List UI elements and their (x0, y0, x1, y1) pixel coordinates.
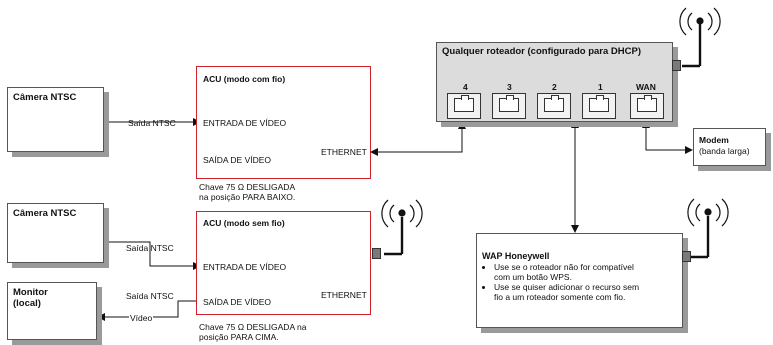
acu-wireless-note-2: posição PARA CIMA. (199, 332, 279, 342)
acu-wireless: ACU (modo sem fio) ENTRADA DE VÍDEO SAÍD… (196, 211, 371, 315)
router-port-wan (630, 93, 664, 119)
router-antenna-base (672, 60, 681, 71)
acu-wired-video-in: ENTRADA DE VÍDEO (203, 118, 287, 128)
wap-antenna-base (682, 251, 691, 262)
acu-wired-video-out: SAÍDA DE VÍDEO (203, 155, 272, 165)
wap-bullet-1: Use se o roteador não for compatível com… (494, 262, 647, 282)
acu-wireless-title: ACU (modo sem fio) (203, 218, 285, 228)
ntsc-out-label-1: Saída NTSC (128, 118, 176, 128)
router-port-3 (492, 93, 526, 119)
router-port-4 (447, 93, 481, 119)
wap-antenna (687, 198, 729, 259)
acu-wireless-video-out: SAÍDA DE VÍDEO (203, 297, 272, 307)
router-port-2 (537, 93, 571, 119)
modem-title: Modem (699, 135, 729, 145)
acu-wireless-ethernet: ETHERNET (321, 290, 367, 300)
ntsc-out-label-2: Saída NTSC (126, 243, 174, 253)
monitor-local: Monitor (local) (7, 282, 97, 340)
modem: Modem (banda larga) (693, 128, 766, 166)
router-antenna (679, 7, 721, 68)
camera-ntsc-1: Câmera NTSC (7, 87, 104, 152)
camera-ntsc-2: Câmera NTSC (7, 203, 104, 263)
ntsc-out-label-3: Saída NTSC (126, 291, 174, 301)
wire-router-modem (645, 122, 693, 154)
wire-acu-router (372, 121, 466, 153)
acu-antenna (381, 199, 423, 256)
router-port-label-2: 2 (552, 82, 557, 92)
wap-honeywell: WAP Honeywell Use se o roteador não for … (476, 233, 683, 328)
wap-bullet-list: Use se o roteador não for compatível com… (482, 262, 647, 302)
video-label: Vídeo (129, 313, 154, 323)
router-title: Qualquer roteador (configurado para DHCP… (442, 46, 641, 57)
wap-bullet-2: Use se quiser adicionar o recurso sem fi… (494, 282, 647, 302)
acu-wired-ethernet: ETHERNET (321, 147, 367, 157)
acu-wired-note-2: na posição PARA BAIXO. (199, 192, 296, 202)
router-port-label-3: 3 (507, 82, 512, 92)
acu-wired-note-1: Chave 75 Ω DESLIGADA (199, 182, 296, 192)
router-port-label-4: 4 (463, 82, 468, 92)
wire-camera2-acu (105, 241, 201, 270)
acu-wireless-note-1: Chave 75 Ω DESLIGADA na (199, 322, 307, 332)
wap-title: WAP Honeywell (482, 251, 550, 261)
camera-2-label: Câmera NTSC (13, 208, 77, 219)
router: Qualquer roteador (configurado para DHCP… (436, 42, 673, 122)
router-port-label-wan: WAN (636, 82, 656, 92)
router-port-1 (582, 93, 616, 119)
modem-subtitle: (banda larga) (699, 146, 750, 156)
acu-wired-title: ACU (modo com fio) (203, 74, 286, 84)
router-port-label-1: 1 (598, 82, 603, 92)
monitor-label-2: (local) (13, 298, 41, 309)
acu-antenna-base (372, 248, 381, 259)
monitor-label-1: Monitor (13, 287, 48, 298)
acu-wired: ACU (modo com fio) ENTRADA DE VÍDEO SAÍD… (196, 66, 371, 179)
acu-wireless-video-in: ENTRADA DE VÍDEO (203, 262, 287, 272)
camera-1-label: Câmera NTSC (13, 92, 77, 103)
